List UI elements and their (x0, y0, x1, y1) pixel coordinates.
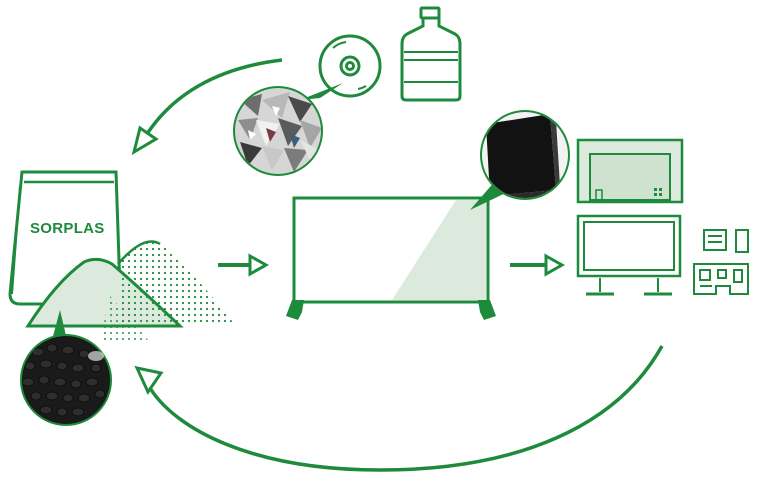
scrap-callout-pointer (300, 83, 343, 100)
tv-back-cover-icon (576, 138, 684, 204)
plastic-scrap-photo (233, 86, 323, 176)
green-material-pile (25, 257, 184, 340)
cd-disc-icon (318, 34, 382, 98)
flow-arrow-to-tv (218, 253, 270, 277)
bottom-cycle-arrow (134, 345, 664, 472)
circuit-board-icon (693, 229, 749, 295)
water-bottle-icon (400, 6, 462, 102)
tv-icon (286, 196, 496, 320)
flow-arrow-to-products (510, 253, 566, 277)
tv-front-icon (576, 214, 682, 296)
top-cycle-arrow (131, 58, 283, 156)
recycled-pellets-photo (20, 334, 112, 426)
sorplas-bag-label: SORPLAS (30, 220, 105, 237)
tv-panel-photo (480, 110, 570, 200)
